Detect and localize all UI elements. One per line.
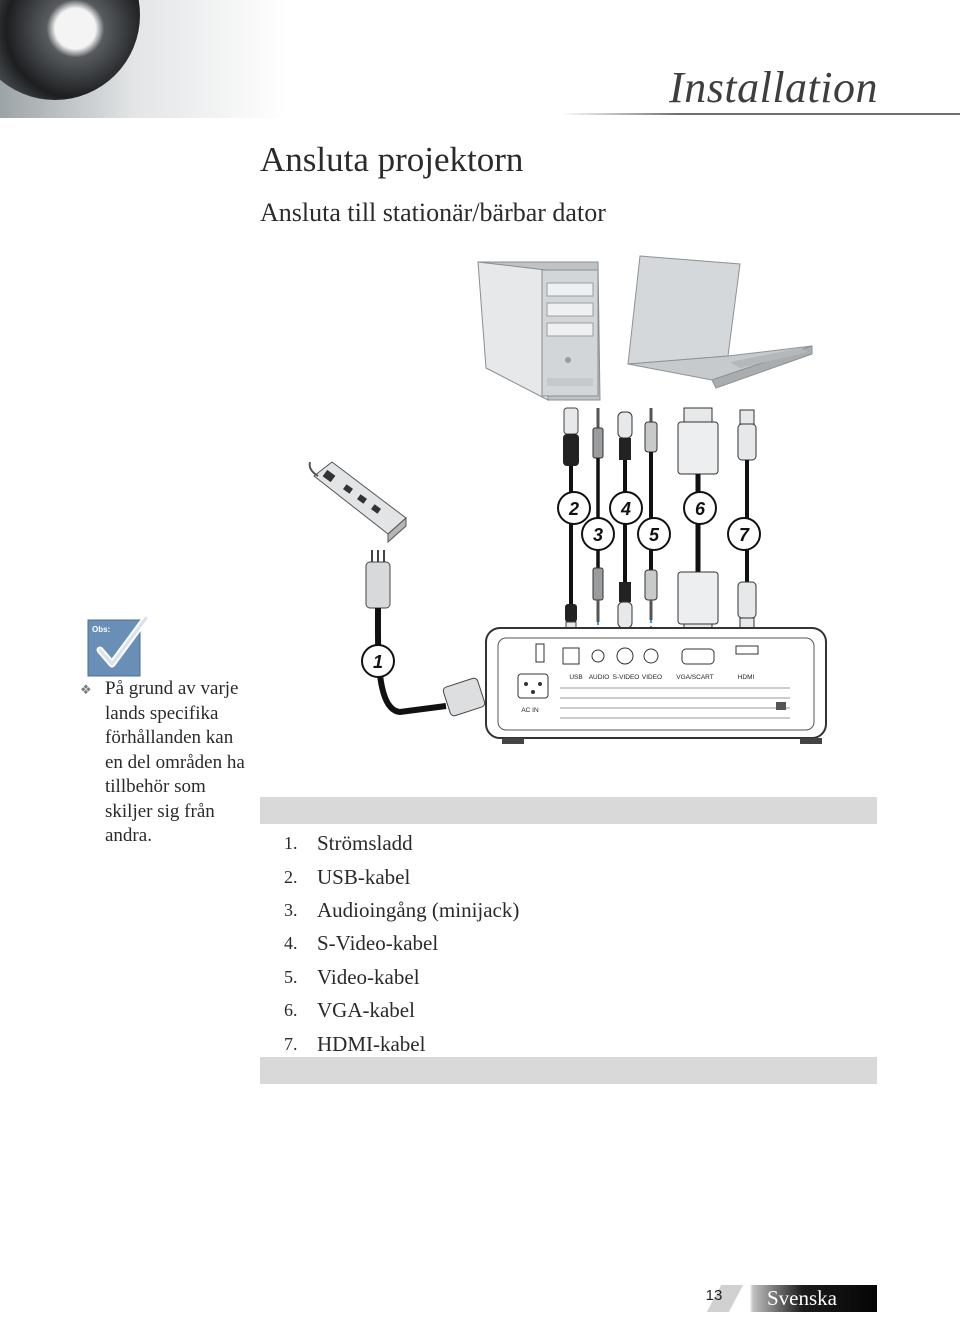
svg-text:1: 1 — [373, 652, 383, 672]
list-item: 7. HDMI-kabel — [284, 1027, 519, 1060]
list-item-label: Video-kabel — [317, 964, 420, 989]
diamond-bullet-icon: ❖ — [80, 682, 92, 697]
power-plug-icon — [365, 550, 391, 609]
callouts: 1 2 3 4 5 6 7 — [361, 491, 761, 678]
list-item: 3. Audioingång (minijack) — [284, 894, 519, 927]
laptop-icon — [627, 255, 813, 389]
list-item-label: USB-kabel — [317, 864, 411, 889]
list-item-number: 1. — [284, 833, 298, 854]
svg-text:7: 7 — [739, 525, 750, 545]
list-item-number: 4. — [284, 933, 298, 954]
page-number: 13 — [705, 1287, 723, 1304]
list-item: 4. S-Video-kabel — [284, 927, 519, 960]
list-item: 5. Video-kabel — [284, 961, 519, 994]
power-strip-icon — [308, 461, 407, 544]
port-label-audio: AUDIO — [589, 674, 610, 681]
list-item-label: VGA-kabel — [317, 998, 415, 1023]
callout-7: 7 — [727, 517, 761, 551]
note-icon-label: Obs: — [92, 625, 110, 634]
port-label-hdmi: HDMI — [738, 674, 755, 681]
page-title: Ansluta projektorn — [260, 140, 524, 179]
note-check-icon: Obs: — [87, 614, 150, 677]
svg-text:5: 5 — [649, 525, 660, 545]
list-item: 2. USB-kabel — [284, 860, 519, 893]
connection-diagram: USB AUDIO S-VIDEO VIDEO VGA/SCART HDMI A… — [308, 255, 827, 744]
port-label-usb: USB — [569, 674, 582, 681]
list-item-number: 2. — [284, 866, 298, 887]
list-divider-top — [260, 797, 877, 824]
list-item: 6. VGA-kabel — [284, 994, 519, 1027]
callout-6: 6 — [683, 491, 717, 525]
port-labels: USB AUDIO S-VIDEO VIDEO VGA/SCART HDMI A… — [521, 674, 754, 714]
list-item-number: 5. — [284, 966, 298, 987]
port-label-video: VIDEO — [642, 674, 662, 681]
list-item-number: 3. — [284, 899, 298, 920]
callout-3: 3 — [581, 517, 615, 551]
header-band — [0, 0, 960, 118]
cable-list: 1. Strömsladd 2. USB-kabel 3. Audioingång (… — [284, 827, 519, 1061]
footer-language: Svenska — [767, 1286, 837, 1310]
port-label-svideo: S-VIDEO — [613, 674, 640, 681]
port-label-vga: VGA/SCART — [676, 674, 713, 681]
svg-text:4: 4 — [620, 499, 631, 519]
callout-2: 2 — [557, 491, 591, 525]
header-rule — [560, 113, 960, 115]
vga-cable-icon — [677, 407, 719, 637]
note: ❖ På grund av varje lands specifika förh… — [80, 677, 250, 849]
callout-1: 1 — [361, 644, 395, 678]
svg-text:6: 6 — [695, 499, 706, 519]
audio-cable-icon — [592, 408, 604, 622]
port-label-ac-in: AC IN — [521, 707, 539, 714]
list-item-number: 6. — [284, 1000, 298, 1021]
list-item: 1. Strömsladd — [284, 827, 519, 860]
hdmi-cable-icon — [737, 409, 757, 631]
list-item-label: Strömsladd — [317, 831, 413, 856]
list-item-number: 7. — [284, 1033, 298, 1054]
list-divider-bottom — [260, 1057, 877, 1084]
svg-text:2: 2 — [568, 499, 579, 519]
callout-5: 5 — [637, 517, 671, 551]
svg-text:3: 3 — [593, 525, 603, 545]
page-subtitle: Ansluta till stationär/bärbar dator — [260, 198, 606, 227]
list-item-label: HDMI-kabel — [317, 1031, 426, 1056]
ac-connector-icon — [442, 677, 486, 717]
video-cable-icon — [644, 408, 658, 620]
section-title: Installation — [669, 63, 878, 112]
desktop-computer-icon — [477, 261, 601, 401]
footer-tab — [700, 1285, 877, 1312]
note-text: På grund av varje lands specifika förhål… — [105, 678, 245, 846]
list-item-label: S-Video-kabel — [317, 931, 439, 956]
list-item-label: Audioingång (minijack) — [317, 897, 520, 922]
callout-4: 4 — [609, 491, 643, 525]
projector-rear-panel — [485, 627, 827, 744]
